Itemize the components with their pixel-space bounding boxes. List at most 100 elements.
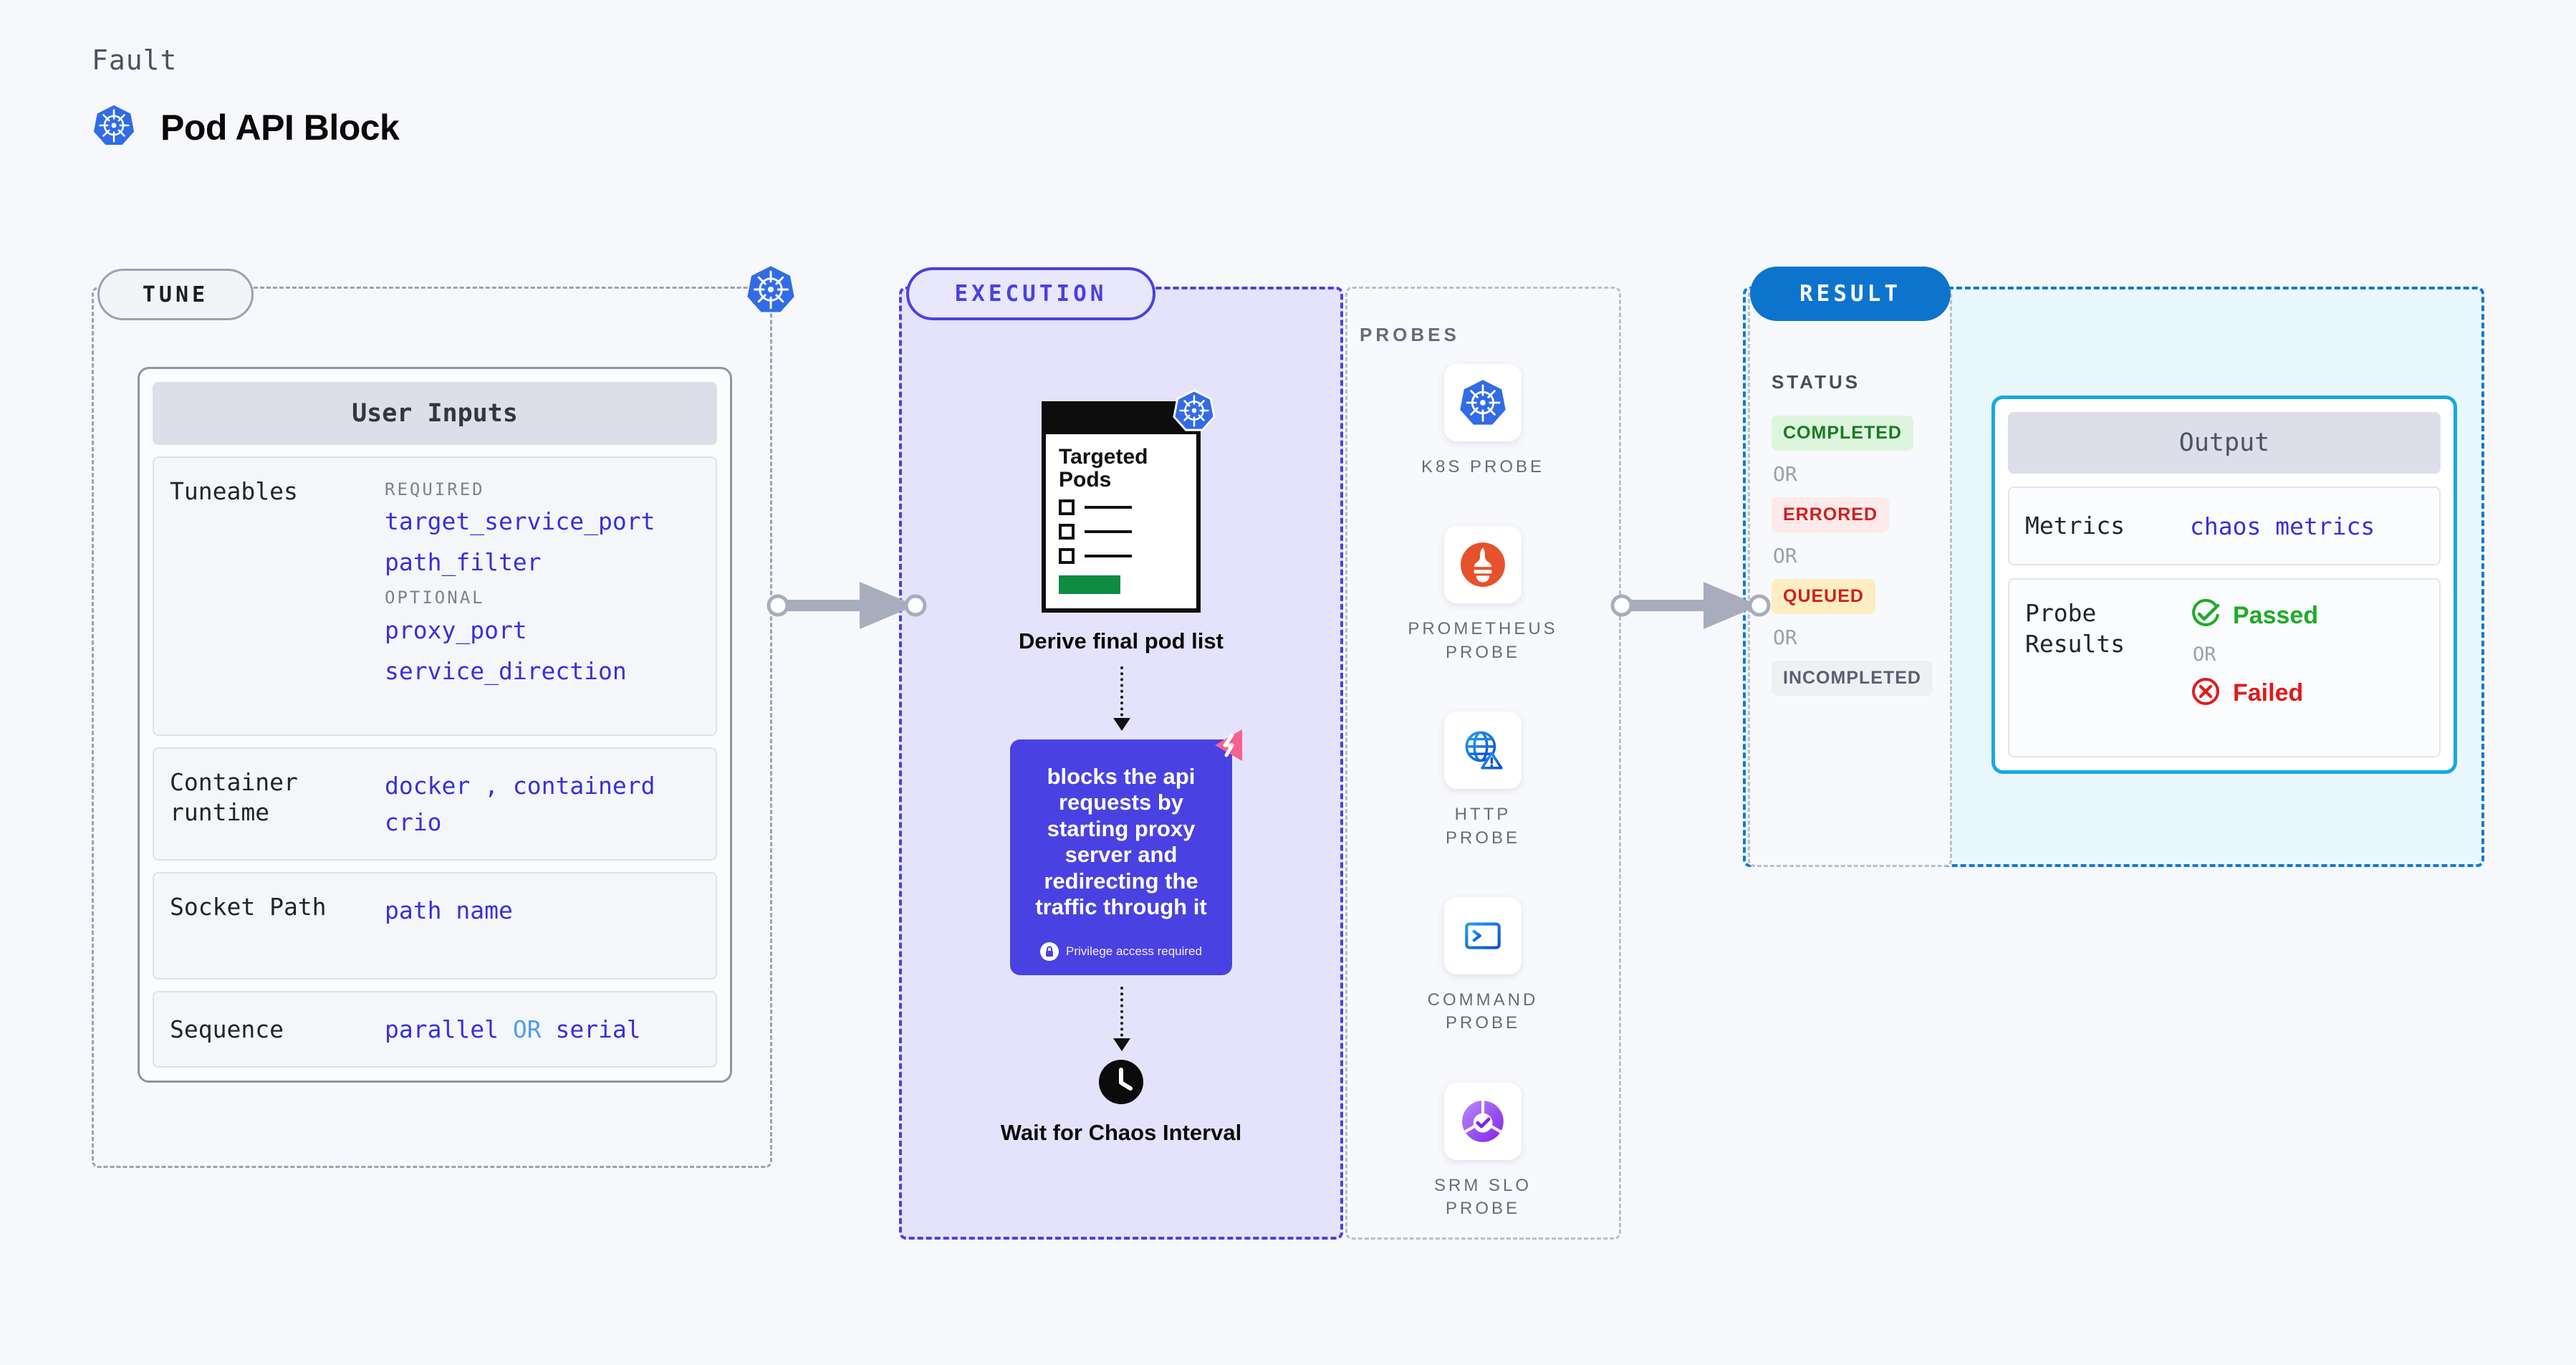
srm-slo-icon bbox=[1444, 1082, 1522, 1160]
privilege-note-text: Privilege access required bbox=[1066, 944, 1202, 959]
required-label: REQUIRED bbox=[385, 479, 485, 499]
status-badge-queued: QUEUED bbox=[1772, 579, 1875, 614]
targeted-pods-document: Targeted Pods bbox=[1042, 389, 1216, 613]
probe-result-passed: Passed bbox=[2190, 598, 2318, 633]
tuneables-row: Tuneables REQUIRED target_service_port p… bbox=[153, 456, 717, 736]
fault-eyebrow: Fault bbox=[92, 44, 178, 76]
status-or: OR bbox=[1773, 544, 1797, 567]
wait-for-chaos-caption: Wait for Chaos Interval bbox=[1000, 1120, 1242, 1146]
socket-path-value[interactable]: path name bbox=[385, 896, 513, 925]
prometheus-icon bbox=[1444, 526, 1522, 604]
sequence-label: Sequence bbox=[170, 1015, 284, 1043]
kubernetes-icon bbox=[745, 264, 797, 315]
passed-label: Passed bbox=[2233, 602, 2319, 629]
probe-command[interactable]: COMMAND PROBE bbox=[1415, 896, 1551, 1035]
tune-section-panel bbox=[92, 287, 772, 1168]
probe-http[interactable]: HTTP PROBE bbox=[1415, 712, 1551, 850]
probe-result-failed: Failed bbox=[2190, 676, 2318, 711]
socket-path-label: Socket Path bbox=[170, 893, 327, 921]
container-runtime-label: Container runtime bbox=[170, 768, 298, 827]
check-circle-icon bbox=[2190, 598, 2221, 633]
harness-ribbon-icon bbox=[1211, 727, 1248, 764]
flow-arrow-down bbox=[1112, 987, 1130, 1052]
sequence-or: OR bbox=[512, 1015, 542, 1044]
globe-warning-icon bbox=[1444, 712, 1522, 790]
status-or: OR bbox=[1773, 626, 1797, 649]
status-badge-incompleted: INCOMPLETED bbox=[1772, 661, 1933, 696]
status-badge-completed: COMPLETED bbox=[1772, 416, 1913, 451]
tuneable-path-filter[interactable]: path_filter bbox=[385, 548, 542, 577]
metrics-row: Metrics chaos metrics bbox=[2008, 487, 2441, 565]
privilege-note: Privilege access required bbox=[1026, 942, 1216, 962]
tuneable-proxy-port[interactable]: proxy_port bbox=[385, 616, 527, 644]
tune-stage-badge: TUNE bbox=[97, 269, 254, 320]
result-status-panel bbox=[1748, 287, 1952, 867]
optional-label: OPTIONAL bbox=[385, 588, 485, 608]
output-card: Output Metrics chaos metrics Probe Resul… bbox=[1991, 396, 2457, 774]
probes-label: PROBES bbox=[1360, 324, 1460, 345]
metrics-value[interactable]: chaos metrics bbox=[2190, 512, 2375, 540]
result-stage-badge: RESULT bbox=[1750, 267, 1951, 321]
probe-label: HTTP PROBE bbox=[1445, 805, 1521, 848]
list-item bbox=[1059, 548, 1183, 564]
status-label: STATUS bbox=[1772, 371, 1861, 393]
list-item bbox=[1059, 499, 1183, 515]
execution-flow: Targeted Pods Derive final pod list bbox=[921, 389, 1322, 1146]
probe-results-label: Probe Results bbox=[2025, 599, 2125, 658]
progress-bar bbox=[1059, 575, 1120, 594]
checkbox-icon bbox=[1059, 499, 1075, 515]
sequence-serial[interactable]: serial bbox=[555, 1015, 641, 1044]
status-or: OR bbox=[1773, 462, 1797, 486]
kubernetes-icon bbox=[1444, 364, 1522, 441]
status-list: COMPLETED OR ERRORED OR QUEUED OR INCOMP… bbox=[1772, 416, 1947, 696]
probe-label: COMMAND PROBE bbox=[1427, 990, 1539, 1033]
tuneable-target-service-port[interactable]: target_service_port bbox=[385, 507, 655, 536]
terminal-icon bbox=[1444, 896, 1522, 974]
kubernetes-icon bbox=[92, 103, 136, 151]
action-card: blocks the api requests by starting prox… bbox=[1010, 729, 1242, 976]
lock-icon bbox=[1040, 942, 1059, 962]
checkbox-icon bbox=[1059, 548, 1075, 564]
connector-tune-to-execution bbox=[766, 582, 927, 629]
probe-label: SRM SLO PROBE bbox=[1433, 1175, 1532, 1219]
socket-path-row: Socket Path path name bbox=[153, 872, 717, 980]
list-item bbox=[1059, 524, 1183, 540]
x-circle-icon bbox=[2190, 676, 2221, 711]
runtime-crio[interactable]: crio bbox=[385, 808, 442, 837]
tuneables-label: Tuneables bbox=[170, 477, 298, 505]
runtime-containerd[interactable]: containerd bbox=[512, 772, 655, 800]
derive-pod-list-caption: Derive final pod list bbox=[1019, 628, 1224, 653]
sequence-row: Sequence parallel OR serial bbox=[153, 991, 717, 1068]
runtime-separator: , bbox=[484, 772, 499, 800]
page-title-row: Pod API Block bbox=[92, 103, 400, 151]
user-inputs-card: User Inputs Tuneables REQUIRED target_se… bbox=[138, 367, 732, 1083]
clock-icon bbox=[1099, 1060, 1143, 1105]
page-title: Pod API Block bbox=[160, 107, 400, 148]
page-header: Fault Pod API Block bbox=[92, 44, 400, 151]
user-inputs-title: User Inputs bbox=[153, 382, 717, 445]
probe-prometheus[interactable]: PROMETHEUS PROBE bbox=[1408, 526, 1557, 664]
output-title: Output bbox=[2008, 412, 2441, 474]
checkbox-icon bbox=[1059, 524, 1075, 540]
runtime-docker[interactable]: docker bbox=[385, 772, 471, 800]
metrics-label: Metrics bbox=[2025, 511, 2125, 540]
kubernetes-icon bbox=[1172, 388, 1216, 433]
probe-srm-slo[interactable]: SRM SLO PROBE bbox=[1415, 1082, 1551, 1221]
probes-list: K8S PROBE PROMETHEUS PROBE bbox=[1408, 364, 1555, 1221]
probe-label: PROMETHEUS PROBE bbox=[1408, 619, 1558, 662]
container-runtime-row: Container runtime docker , containerd cr… bbox=[153, 747, 717, 861]
connector-execution-to-result bbox=[1610, 582, 1771, 629]
flow-arrow-down bbox=[1112, 666, 1130, 731]
probe-k8s[interactable]: K8S PROBE bbox=[1421, 364, 1544, 479]
targeted-pods-title: Targeted Pods bbox=[1059, 445, 1148, 492]
action-description: blocks the api requests by starting prox… bbox=[1035, 763, 1207, 920]
probe-result-or: OR bbox=[2193, 643, 2216, 666]
sequence-parallel[interactable]: parallel bbox=[385, 1015, 499, 1044]
execution-stage-badge: EXECUTION bbox=[906, 267, 1155, 320]
status-badge-errored: ERRORED bbox=[1772, 497, 1890, 532]
tuneable-service-direction[interactable]: service_direction bbox=[385, 656, 627, 685]
probe-label: K8S PROBE bbox=[1421, 457, 1545, 476]
failed-label: Failed bbox=[2233, 679, 2304, 707]
document-titlebar bbox=[1046, 406, 1196, 434]
probe-results-row: Probe Results Passed OR bbox=[2008, 578, 2441, 757]
